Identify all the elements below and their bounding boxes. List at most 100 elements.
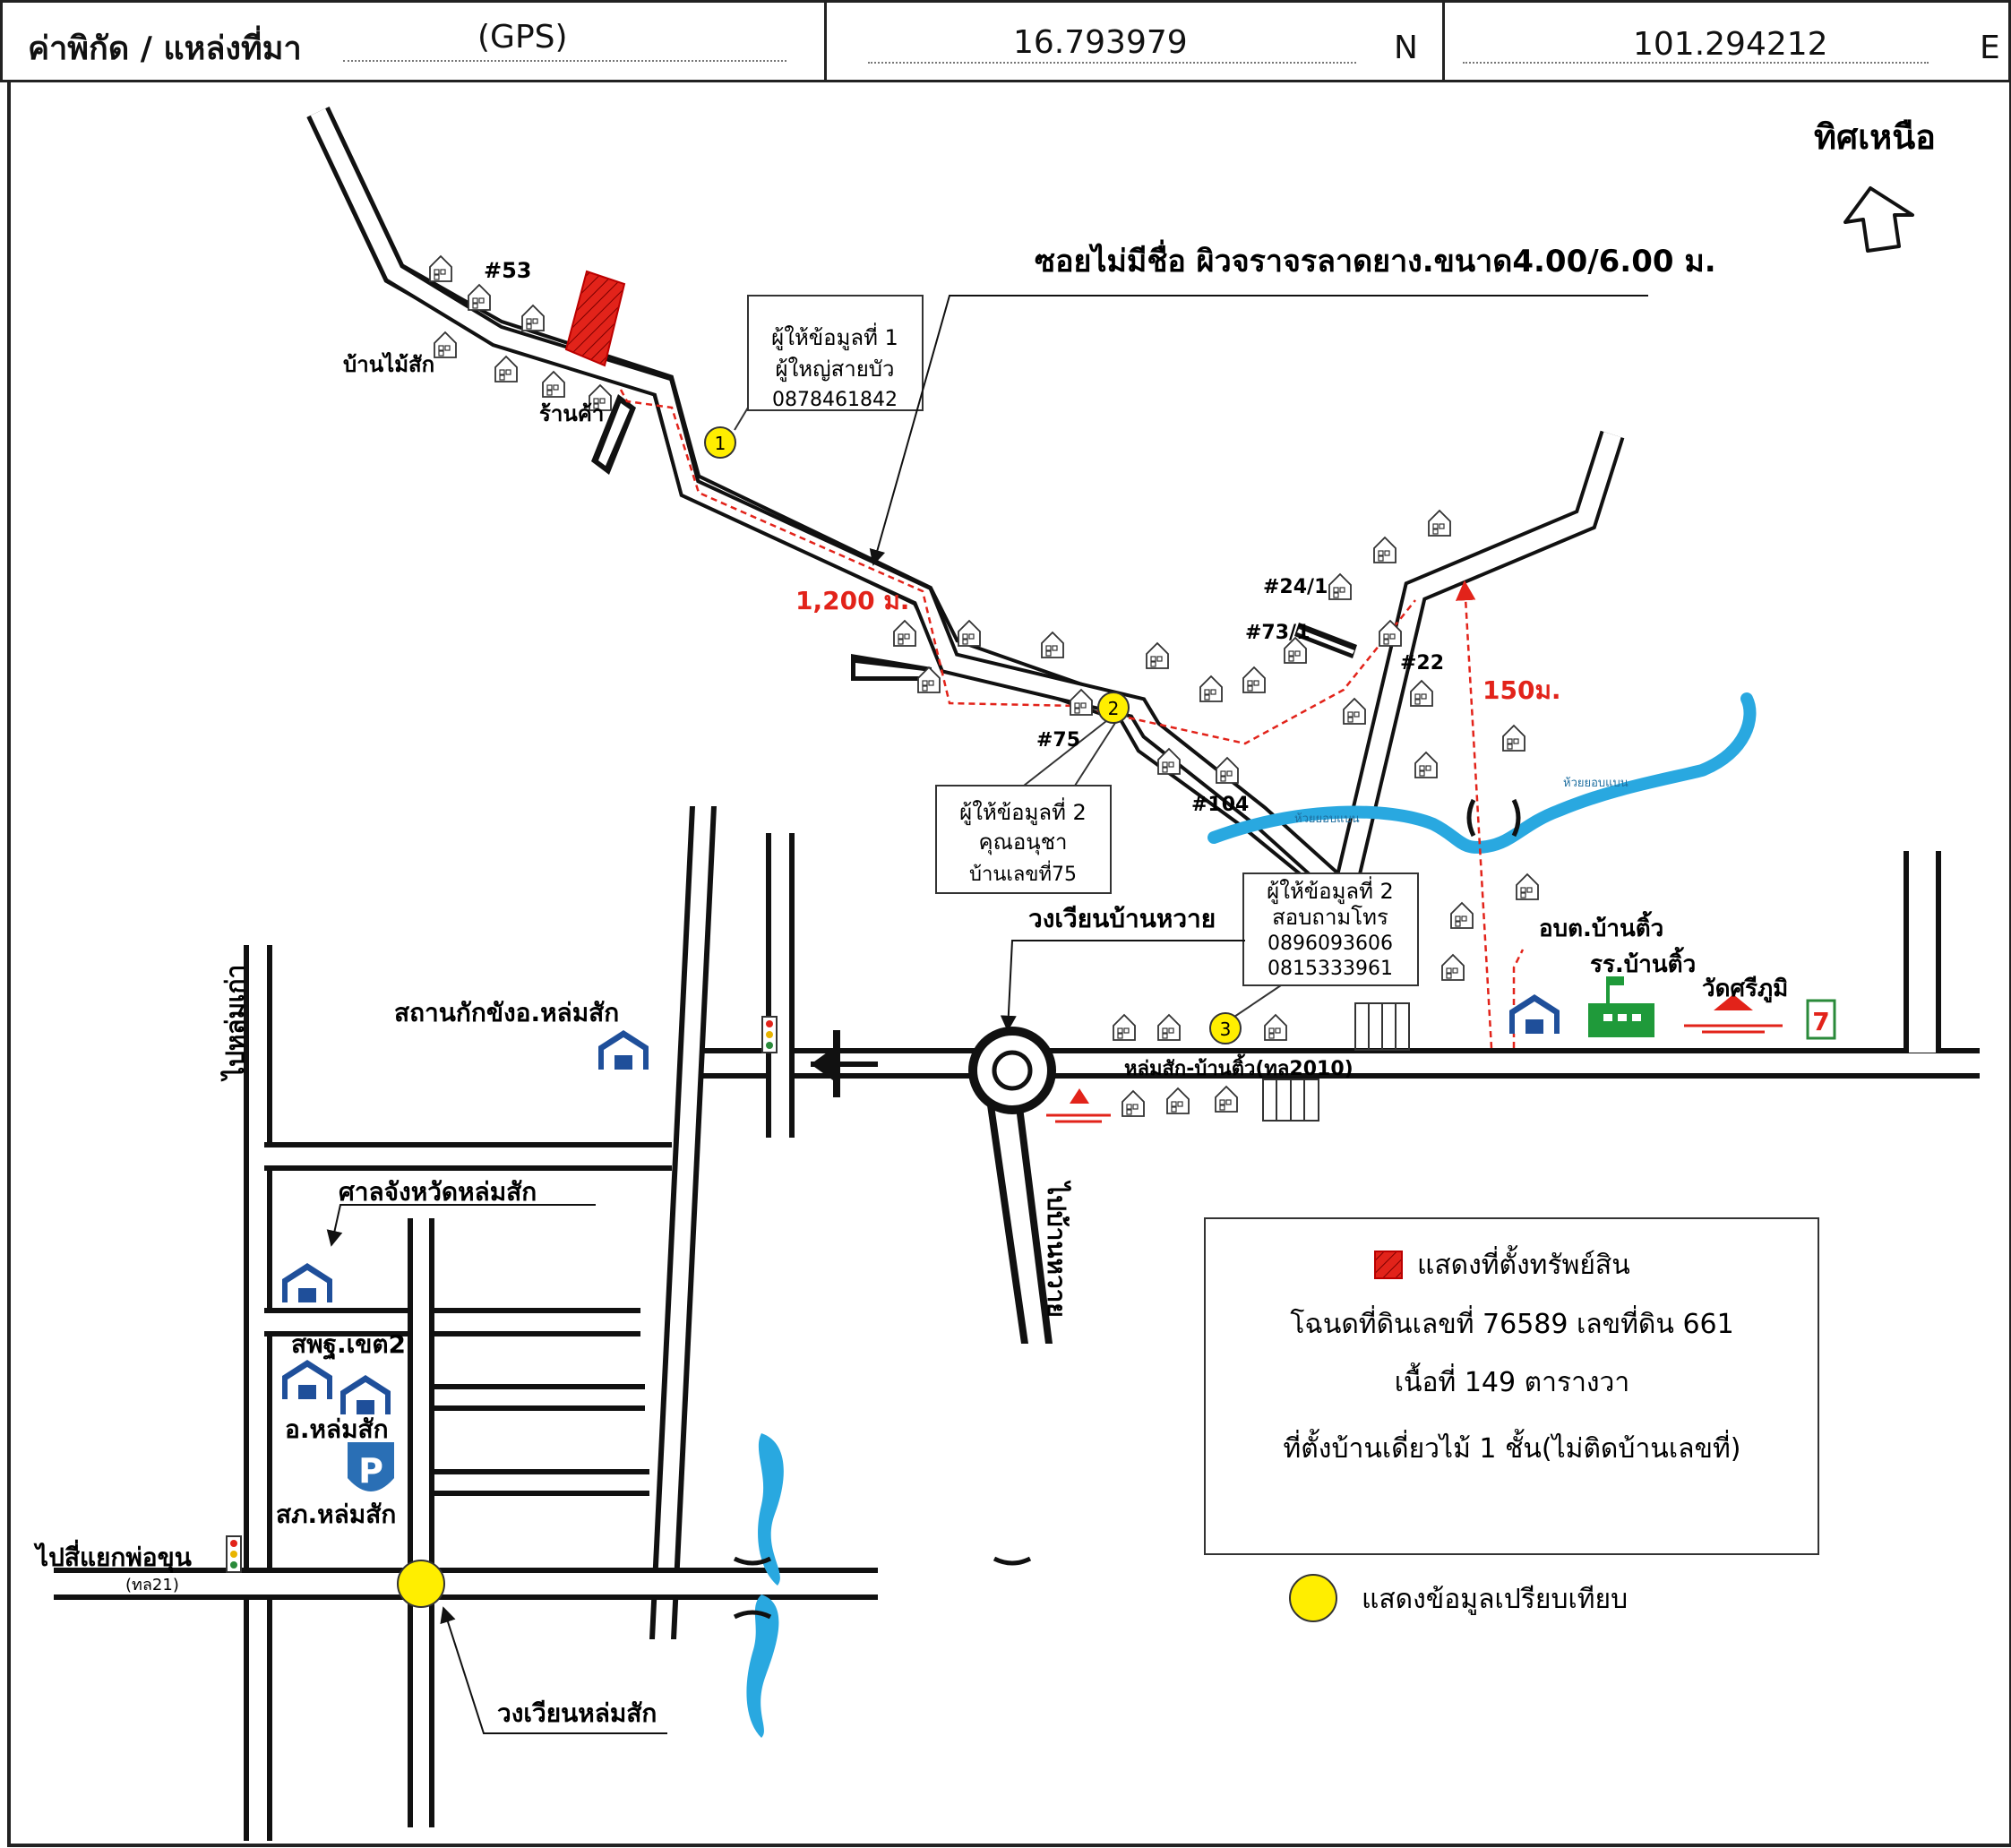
route-150: [1455, 580, 1493, 1049]
label-to-baanwai: ไปบ้านหวาย: [1042, 1180, 1071, 1318]
latitude-value: 16.793979: [1013, 24, 1188, 61]
roundabout-baan-wai-symbol: [968, 1027, 1056, 1114]
spt-building-icon: [282, 1360, 332, 1399]
road-far-right: [1904, 851, 1941, 1053]
label-dist-1200: 1,200 ม.: [795, 586, 909, 615]
property-parcel: [564, 270, 626, 367]
label-detention: สถานกักขังอ.หล่มสัก: [394, 998, 619, 1027]
houses: [429, 255, 1539, 1117]
label-h22: #22: [1400, 652, 1444, 675]
stub-roads: [591, 394, 1357, 681]
legend-property: แสดงที่ตั้งทรัพย์สิน: [1417, 1245, 1630, 1281]
legend-location: ที่ตั้งบ้านเดี่ยวไม้ 1 ชั้น(ไม่ติดบ้านเล…: [1284, 1429, 1741, 1465]
svg-text:1: 1: [715, 433, 726, 454]
traffic-light-icon: [761, 1016, 778, 1053]
road-lomkao: [244, 945, 272, 1841]
market-stalls: [1262, 1002, 1410, 1122]
road-to-baanwai: [985, 1093, 1053, 1344]
north-arrow-icon: ทิศเหนือ: [1814, 117, 1936, 253]
header-cell-1: ค่าพิกัด / แหล่งที่มา (GPS): [0, 0, 827, 82]
label-h104: #104: [1191, 794, 1249, 816]
label-stream-2: ห้วยยอบแบน: [1563, 777, 1629, 790]
court-building-icon: [282, 1263, 332, 1302]
town-roads: [54, 1142, 878, 1827]
svg-text:บ้านเลขที่75: บ้านเลขที่75: [969, 860, 1077, 886]
bridge-marks: [733, 798, 1521, 1620]
label-court: ศาลจังหวัดหล่มสัก: [339, 1177, 537, 1207]
label-district: อ.หล่มสัก: [285, 1414, 389, 1444]
temple-icon: [1046, 994, 1783, 1123]
label-h75: #75: [1036, 729, 1080, 752]
svg-text:ผู้ให้ข้อมูลที่ 1: ผู้ให้ข้อมูลที่ 1: [771, 322, 898, 351]
coord-source: (GPS): [477, 19, 568, 56]
svg-text:ผู้ให้ข้อมูลที่ 2: ผู้ให้ข้อมูลที่ 2: [959, 797, 1087, 826]
label-school: รร.บ้านติ้ว: [1590, 946, 1696, 978]
svg-text:0878461842: 0878461842: [772, 389, 898, 411]
legend-compare: แสดงข้อมูลเปรียบเทียบ: [1289, 1574, 1628, 1622]
label-route21: (ทล21): [125, 1576, 179, 1594]
one-way-arrow-icon: [811, 1030, 878, 1097]
legend-compare-label: แสดงข้อมูลเปรียบเทียบ: [1362, 1584, 1628, 1615]
label-roundabout-lomsak: วงเวียนหล่มสัก: [497, 1698, 657, 1728]
marker-roundabout-lomsak: [397, 1560, 445, 1608]
informant-box-1: ผู้ให้ข้อมูลที่ 1 ผู้ใหญ่สายบัว 08784618…: [734, 295, 924, 431]
informant-box-3: ผู้ให้ข้อมูลที่ 2 สอบถามโทร 0896093606 0…: [1233, 872, 1419, 1018]
traffic-light-icon-2: [226, 1535, 242, 1573]
informant-box-2: ผู้ให้ข้อมูลที่ 2 คุณอนุชา บ้านเลขที่75: [935, 720, 1116, 894]
latitude-dir: N: [1394, 30, 1418, 66]
label-police: สภ.หล่มสัก: [276, 1500, 396, 1529]
dotted-line: [1463, 62, 1929, 64]
dotted-line: [343, 60, 786, 62]
label-temple: วัดศรีภูมิ: [1702, 976, 1788, 1003]
longitude-dir: E: [1980, 30, 2000, 66]
marker-2: 2: [1097, 692, 1130, 724]
legend-area: เนื้อที่ 149 ตารางวา: [1395, 1362, 1630, 1398]
leader-lines: [326, 295, 1648, 1734]
svg-text:ผู้ให้ข้อมูลที่ 2: ผู้ให้ข้อมูลที่ 2: [1267, 876, 1394, 905]
svg-text:ผู้ใหญ่สายบัว: ผู้ใหญ่สายบัว: [776, 357, 895, 382]
label-obt: อบต.บ้านติ้ว: [1539, 910, 1663, 942]
soi-road-main: [307, 107, 1356, 905]
police-icon: P: [348, 1442, 394, 1491]
svg-text:3: 3: [1220, 1019, 1232, 1040]
label-to-lomkao: ไปหล่มเก่า: [220, 965, 250, 1082]
label-roundabout-baanwai: วงเวียนบ้านหวาย: [1028, 904, 1216, 933]
label-h24-1: #24/1: [1263, 576, 1328, 598]
label-dist-150: 150ม.: [1482, 675, 1561, 705]
label-spt: สพฐ.เขต2: [291, 1329, 406, 1361]
legend-box: แสดงที่ตั้งทรัพย์สิน โฉนดที่ดินเลขที่ 76…: [1204, 1217, 1819, 1555]
svg-text:7: 7: [1812, 1007, 1829, 1036]
district-building-icon: [340, 1375, 391, 1414]
school-building-icon: [1588, 976, 1654, 1037]
north-label: ทิศเหนือ: [1814, 117, 1936, 157]
dotted-line: [868, 62, 1356, 64]
label-stream-1: ห้วยยอบแบน: [1294, 812, 1360, 826]
legend-deed: โฉนดที่ดินเลขที่ 76589 เลขที่ดิน 661: [1290, 1305, 1733, 1340]
route-path: [619, 389, 1416, 745]
svg-text:สอบถามโทร: สอบถามโทร: [1272, 905, 1388, 930]
label-teak-house: บ้านไม้สัก: [343, 351, 434, 377]
label-h53: #53: [484, 258, 532, 283]
svg-text:0896093606: 0896093606: [1268, 933, 1393, 955]
label-main-road: หล่มสัก-บ้านติ้ว(ทล2010): [1124, 1053, 1354, 1080]
coord-label: ค่าพิกัด / แหล่งที่มา: [28, 30, 302, 67]
road-light-vertical: [766, 833, 795, 1138]
marker-3: 3: [1209, 1012, 1242, 1044]
header-cell-3: 101.294212 E: [1442, 0, 2011, 82]
label-h73-1: #73/1: [1245, 622, 1310, 644]
river-town: [746, 1433, 784, 1738]
svg-text:P: P: [358, 1451, 383, 1491]
legend-property-swatch: [1374, 1251, 1403, 1279]
longitude-value: 101.294212: [1633, 26, 1828, 63]
place-labels: #53 บ้านไม้สัก ร้านค้า #24/1 #73/1 #22 #…: [33, 258, 1788, 1728]
svg-text:0815333961: 0815333961: [1268, 958, 1393, 980]
road-title: ซอยไม่มีชื่อ ผิวจราจรลาดยาง.ขนาด4.00/6.0…: [1035, 239, 1716, 279]
svg-text:คุณอนุชา: คุณอนุชา: [979, 829, 1068, 855]
label-to-phokhun: ไปสี่แยกพ่อขุน: [33, 1539, 192, 1573]
seven-eleven-icon: 7: [1806, 999, 1836, 1040]
legend-compare-marker: [1289, 1574, 1337, 1622]
detention-building-icon: [598, 1030, 649, 1070]
road-center-vertical: [649, 806, 717, 1639]
header-cell-2: 16.793979 N: [824, 0, 1445, 82]
